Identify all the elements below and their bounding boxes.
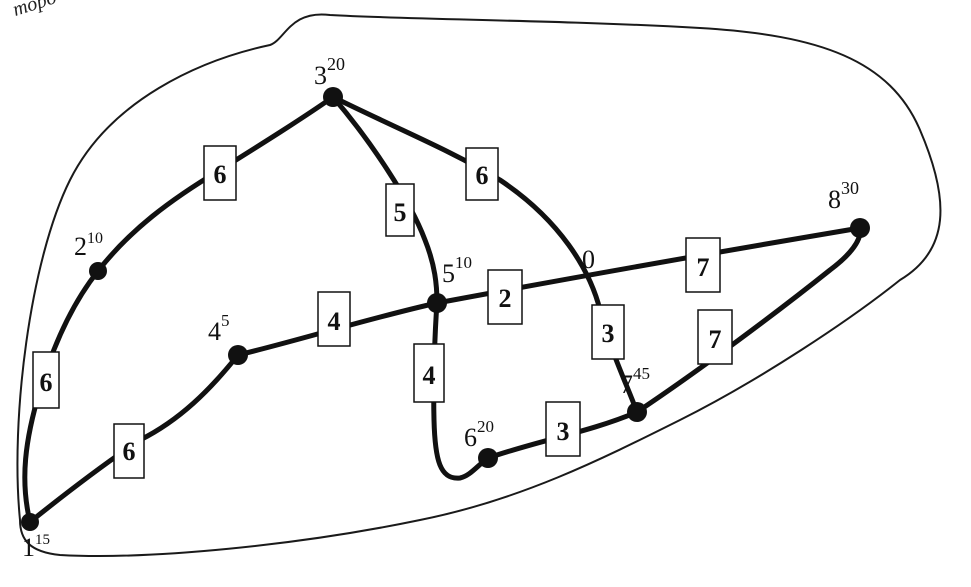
node-6 xyxy=(478,448,498,468)
weight-box-e12: 6 xyxy=(32,351,60,409)
node-label-3: 320 xyxy=(314,54,345,90)
svg-text:6: 6 xyxy=(123,437,136,466)
svg-text:7: 7 xyxy=(697,253,710,282)
svg-text:6: 6 xyxy=(214,160,227,189)
node-label-8: 830 xyxy=(828,178,859,214)
weight-box-e23: 6 xyxy=(203,145,237,201)
node-label-2: 210 xyxy=(74,230,103,261)
weight-box-e56: 4 xyxy=(413,343,445,403)
crossing-label: 0 xyxy=(582,245,595,274)
node-1 xyxy=(21,513,39,531)
node-5 xyxy=(427,293,447,313)
svg-text:2: 2 xyxy=(499,284,512,313)
edge-3-5 xyxy=(330,94,440,306)
node-label-1: 115 xyxy=(22,532,50,562)
region-outline xyxy=(16,13,942,557)
svg-text:6: 6 xyxy=(40,368,53,397)
svg-text:4: 4 xyxy=(328,307,341,336)
node-label-7: 745 xyxy=(620,364,650,399)
weight-box-e35: 5 xyxy=(385,183,415,237)
node-7 xyxy=(627,402,647,422)
weight-box-e67: 3 xyxy=(545,401,581,457)
weight-box-e58-a: 2 xyxy=(487,269,523,325)
node-label-4: 45 xyxy=(208,311,230,346)
node-label-5: 510 xyxy=(442,253,472,288)
node-8 xyxy=(850,218,870,238)
svg-text:6: 6 xyxy=(476,161,489,190)
svg-text:7: 7 xyxy=(709,325,722,354)
weight-box-e78: 7 xyxy=(697,309,733,365)
weight-box-e58-b: 7 xyxy=(685,237,721,293)
weight-box-e45: 4 xyxy=(317,291,351,347)
svg-text:4: 4 xyxy=(423,361,436,390)
svg-text:3: 3 xyxy=(557,417,570,446)
svg-text:5: 5 xyxy=(394,198,407,227)
node-2 xyxy=(89,262,107,280)
weight-box-e37-a: 6 xyxy=(465,147,499,201)
node-label-6: 620 xyxy=(464,417,494,452)
weight-box-e14: 6 xyxy=(113,423,145,479)
node-4 xyxy=(228,345,248,365)
edge-7-8 xyxy=(634,225,863,415)
weight-box-e37-b: 3 xyxy=(591,304,625,360)
svg-text:3: 3 xyxy=(602,319,615,348)
node-3 xyxy=(323,87,343,107)
